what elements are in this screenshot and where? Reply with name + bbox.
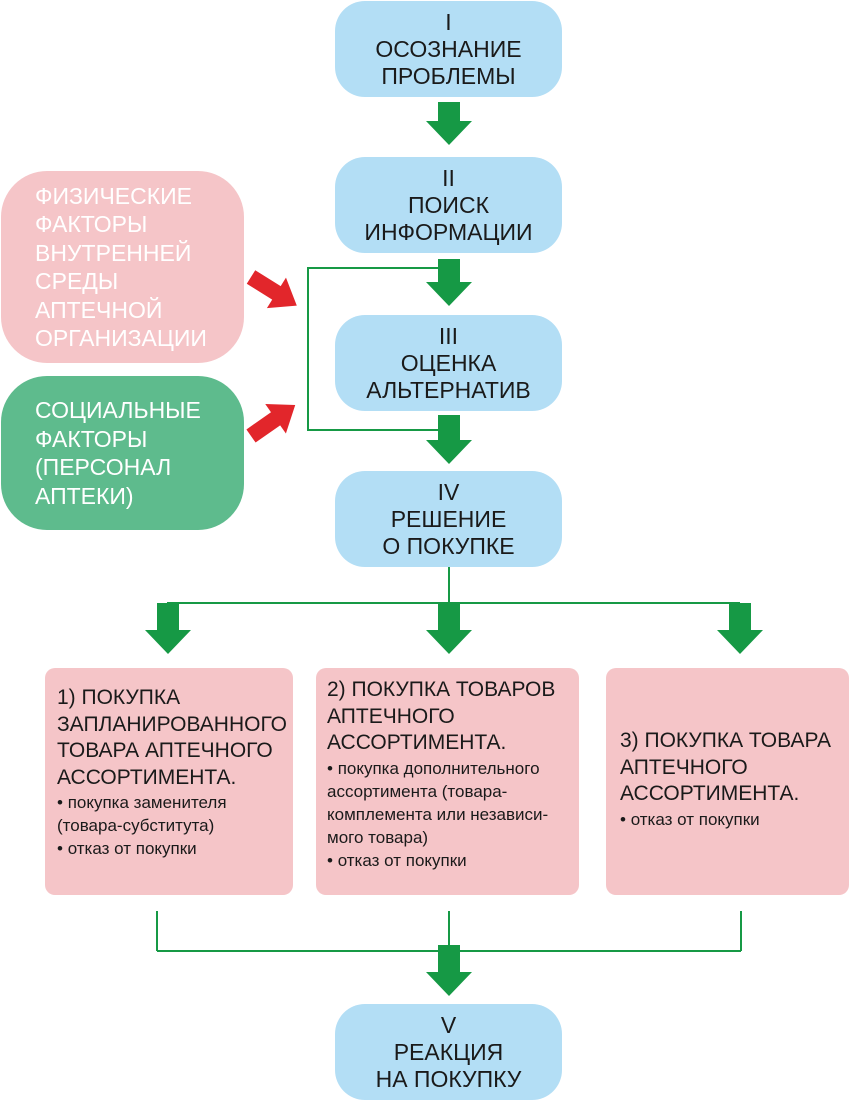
- factor-line: АПТЕКИ): [35, 482, 134, 509]
- stage-number: III: [438, 322, 459, 349]
- outcome-heading-line: АПТЕЧНОГО: [327, 704, 455, 728]
- stage-box-info-search: II ПОИСК ИНФОРМАЦИИ: [335, 157, 562, 253]
- outcome-bullet: покупка заменителя (товара-субститута): [57, 791, 293, 837]
- outcome-bullet: отказ от покупки: [57, 837, 293, 860]
- outcome-bullet: покупка дополнительного ассортимента (то…: [327, 757, 579, 849]
- bullet-line: отказ от покупки: [620, 808, 849, 831]
- outcome-bullet: отказ от покупки: [327, 849, 579, 872]
- stage-box-reaction: V РЕАКЦИЯ НА ПОКУПКУ: [335, 1004, 562, 1100]
- bracket-connector: [307, 267, 447, 431]
- bullet-line: комплемента или независи-: [327, 804, 549, 824]
- outcome-heading-line: 2) ПОКУПКА ТОВАРОВ: [327, 678, 556, 701]
- bullet-line: покупка заменителя: [57, 791, 293, 814]
- stage-title-line: АЛЬТЕРНАТИВ: [366, 376, 531, 403]
- bullet-line: (товара-субститута): [57, 816, 215, 835]
- outcome-heading-line: АПТЕЧНОГО: [620, 755, 748, 779]
- factor-line: ФАКТОРЫ: [35, 425, 148, 452]
- stage-title-line: ПРОБЛЕМЫ: [381, 62, 516, 89]
- influence-arrow-social: [246, 404, 296, 443]
- bullet-line: отказ от покупки: [57, 837, 293, 860]
- outcome-heading: 2) ПОКУПКА ТОВАРОВ АПТЕЧНОГО АССОРТИМЕНТ…: [327, 677, 579, 757]
- social-factors-box: СОЦИАЛЬНЫЕ ФАКТОРЫ (ПЕРСОНАЛ АПТЕКИ): [1, 376, 244, 530]
- bullet-line: ассортимента (товара-: [327, 781, 508, 801]
- outcome-heading-line: АССОРТИМЕНТА.: [620, 782, 800, 805]
- factor-line: ОРГАНИЗАЦИИ: [35, 325, 207, 351]
- outcome-heading-line: 3) ПОКУПКА ТОВАРА: [620, 729, 832, 752]
- outcome-heading-line: АССОРТИМЕНТА.: [327, 731, 507, 754]
- influence-arrow-physical: [246, 270, 297, 309]
- stage-number: II: [442, 164, 455, 191]
- factor-line: АПТЕЧНОЙ: [35, 296, 163, 323]
- stage-number: V: [440, 1011, 457, 1038]
- stage-title-line: ИНФОРМАЦИИ: [364, 218, 533, 245]
- outcome-bullet: отказ от покупки: [620, 808, 849, 831]
- branch-arrow-mid: [426, 603, 472, 654]
- branch-arrow-left: [145, 603, 191, 654]
- outcome-box-assortment-purchase: 2) ПОКУПКА ТОВАРОВ АПТЕЧНОГО АССОРТИМЕНТ…: [316, 668, 579, 895]
- merge-arrow: [426, 945, 472, 996]
- outcome-heading: 1) ПОКУПКА ЗАПЛАНИРОВАННОГО ТОВАРА АПТЕЧ…: [57, 685, 293, 791]
- stage-box-decision: IV РЕШЕНИЕ О ПОКУПКЕ: [335, 471, 562, 567]
- outcome-box-product-purchase: 3) ПОКУПКА ТОВАРА АПТЕЧНОГО АССОРТИМЕНТА…: [606, 668, 849, 895]
- bullet-line: отказ от покупки: [327, 849, 579, 872]
- flow-arrow-3: [426, 415, 472, 464]
- stage-title-line: ОСОЗНАНИЕ: [375, 35, 522, 62]
- stage-title-line: РЕШЕНИЕ: [390, 505, 507, 532]
- stage-box-alternatives: III ОЦЕНКА АЛЬТЕРНАТИВ: [335, 315, 562, 411]
- factor-line: СРЕДЫ: [35, 268, 119, 294]
- stage-title-line: РЕАКЦИЯ: [393, 1038, 504, 1065]
- factor-line: СОЦИАЛЬНЫЕ: [35, 397, 201, 423]
- outcome-box-planned-purchase: 1) ПОКУПКА ЗАПЛАНИРОВАННОГО ТОВАРА АПТЕЧ…: [45, 668, 293, 895]
- stage-number: IV: [437, 478, 460, 505]
- stage-title-line: О ПОКУПКЕ: [382, 532, 515, 559]
- branch-arrow-right: [717, 603, 763, 654]
- outcome-heading-line: ТОВАРА АПТЕЧНОГО: [57, 739, 273, 762]
- bullet-line: мого товара): [327, 827, 429, 847]
- stage-box-awareness: I ОСОЗНАНИЕ ПРОБЛЕМЫ: [335, 1, 562, 97]
- outcome-heading-line: ЗАПЛАНИРОВАННОГО: [57, 712, 287, 736]
- outcome-heading-line: 1) ПОКУПКА: [57, 686, 181, 709]
- physical-factors-box: ФИЗИЧЕСКИЕ ФАКТОРЫ ВНУТРЕННЕЙ СРЕДЫ АПТЕ…: [1, 171, 244, 363]
- bullet-line: покупка дополнительного: [327, 757, 579, 780]
- factor-line: ВНУТРЕННЕЙ: [35, 239, 192, 266]
- factor-line: ФАКТОРЫ: [35, 211, 148, 237]
- flow-arrow-2: [426, 259, 472, 306]
- stage-title-line: ОЦЕНКА: [400, 349, 497, 376]
- outcome-heading-line: АССОРТИМЕНТА.: [57, 765, 237, 789]
- factor-line: ФИЗИЧЕСКИЕ: [35, 182, 192, 209]
- factor-line: (ПЕРСОНАЛ: [35, 454, 172, 480]
- stage-title-line: НА ПОКУПКУ: [375, 1065, 522, 1092]
- flow-arrow-1: [426, 102, 472, 145]
- stage-number: I: [445, 8, 452, 35]
- outcome-heading: 3) ПОКУПКА ТОВАРА АПТЕЧНОГО АССОРТИМЕНТА…: [620, 728, 849, 808]
- stage-title-line: ПОИСК: [408, 191, 489, 218]
